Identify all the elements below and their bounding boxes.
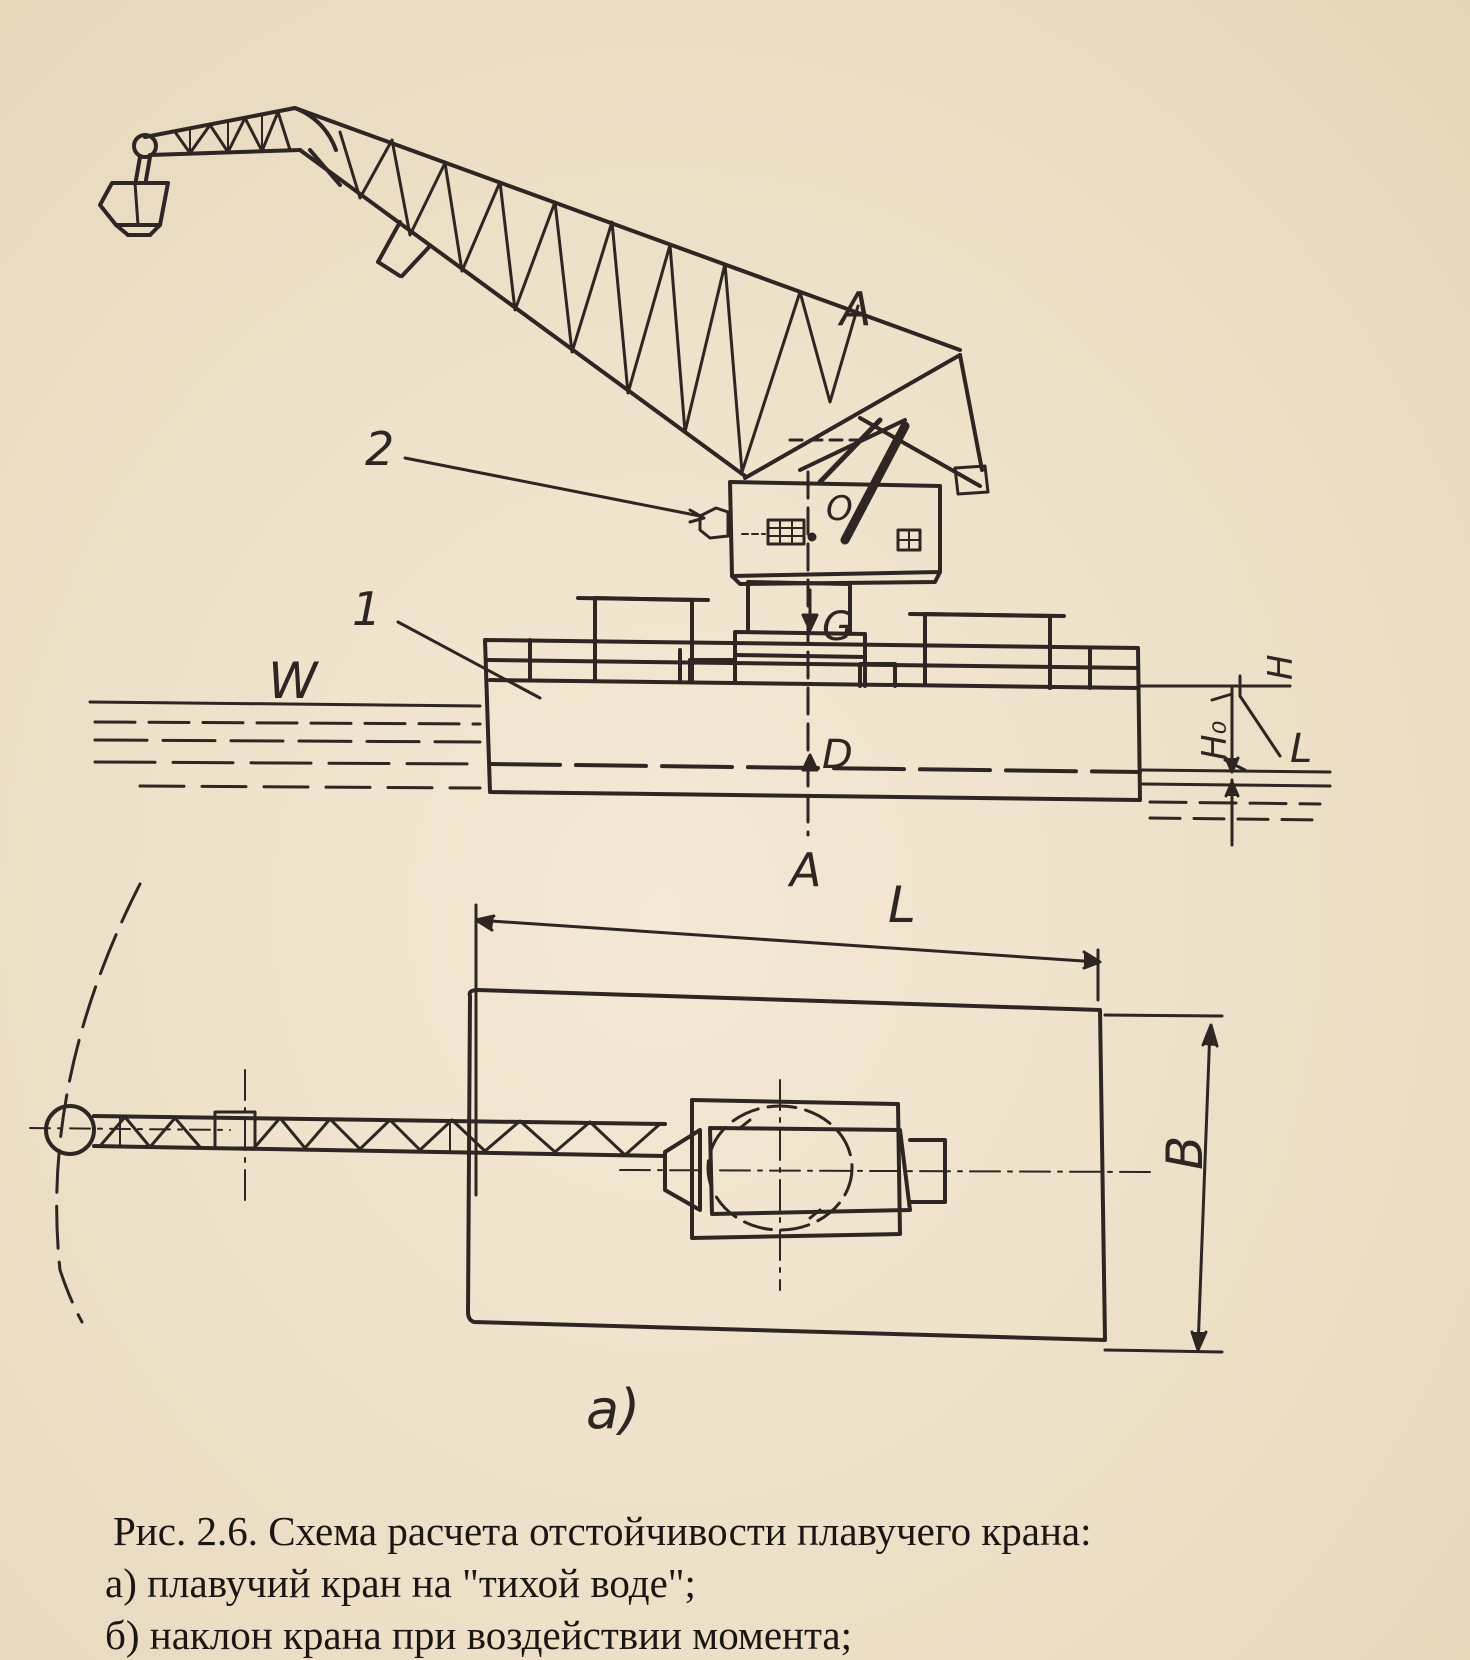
centerline-side [788,438,862,837]
breadth-dimension [1190,1023,1219,1352]
crane-boom [143,106,962,478]
centerline-plan [29,1069,1151,1291]
water-surface [88,700,1332,822]
freeboard-dimension [1138,674,1292,847]
label-wind-w: W [268,652,319,710]
center-point-o [807,532,817,542]
caption-title: Рис. 2.6. Схема расчета отстойчивости пл… [113,1508,1092,1554]
turntable-plan [663,1098,947,1240]
slew-radius-arc [55,882,142,1324]
crane-grab-bucket [98,133,170,237]
buoyancy-arrow [801,753,819,772]
label-length-l: L [888,876,916,934]
label-section-bottom: A [787,843,821,897]
weight-arrow [801,588,819,632]
label-pivot-o: O [826,489,853,529]
label-buoyancy-d: D [822,732,853,778]
label-item-2: 2 [365,422,394,476]
crane-cabin [698,480,942,586]
leader-1 [396,620,542,700]
label-freeboard-h: H [1261,654,1301,680]
label-draft-h0: H₀ [1195,720,1235,760]
label-length-side: L [1290,726,1312,772]
label-subfigure-a: а) [586,1378,640,1441]
crane-a-frame [743,353,990,545]
boom-plan [44,1104,667,1158]
figure-caption: Рис. 2.6. Схема расчета отстойчивости пл… [105,1505,1425,1660]
caption-item-a: а) плавучий кран на "тихой воде"; [105,1560,696,1606]
label-weight-g: G [822,604,853,650]
length-dimension [474,903,1102,1197]
pontoon-hull [483,638,1142,802]
label-section-top: A [837,282,871,336]
label-breadth-b: B [1156,1136,1214,1170]
label-item-1: 1 [352,582,381,636]
caption-item-b: б) наклон крана при воздействии момента; [105,1612,853,1658]
deck-houses [576,596,1066,690]
leader-2 [403,456,702,518]
pontoon-plan [466,988,1224,1354]
